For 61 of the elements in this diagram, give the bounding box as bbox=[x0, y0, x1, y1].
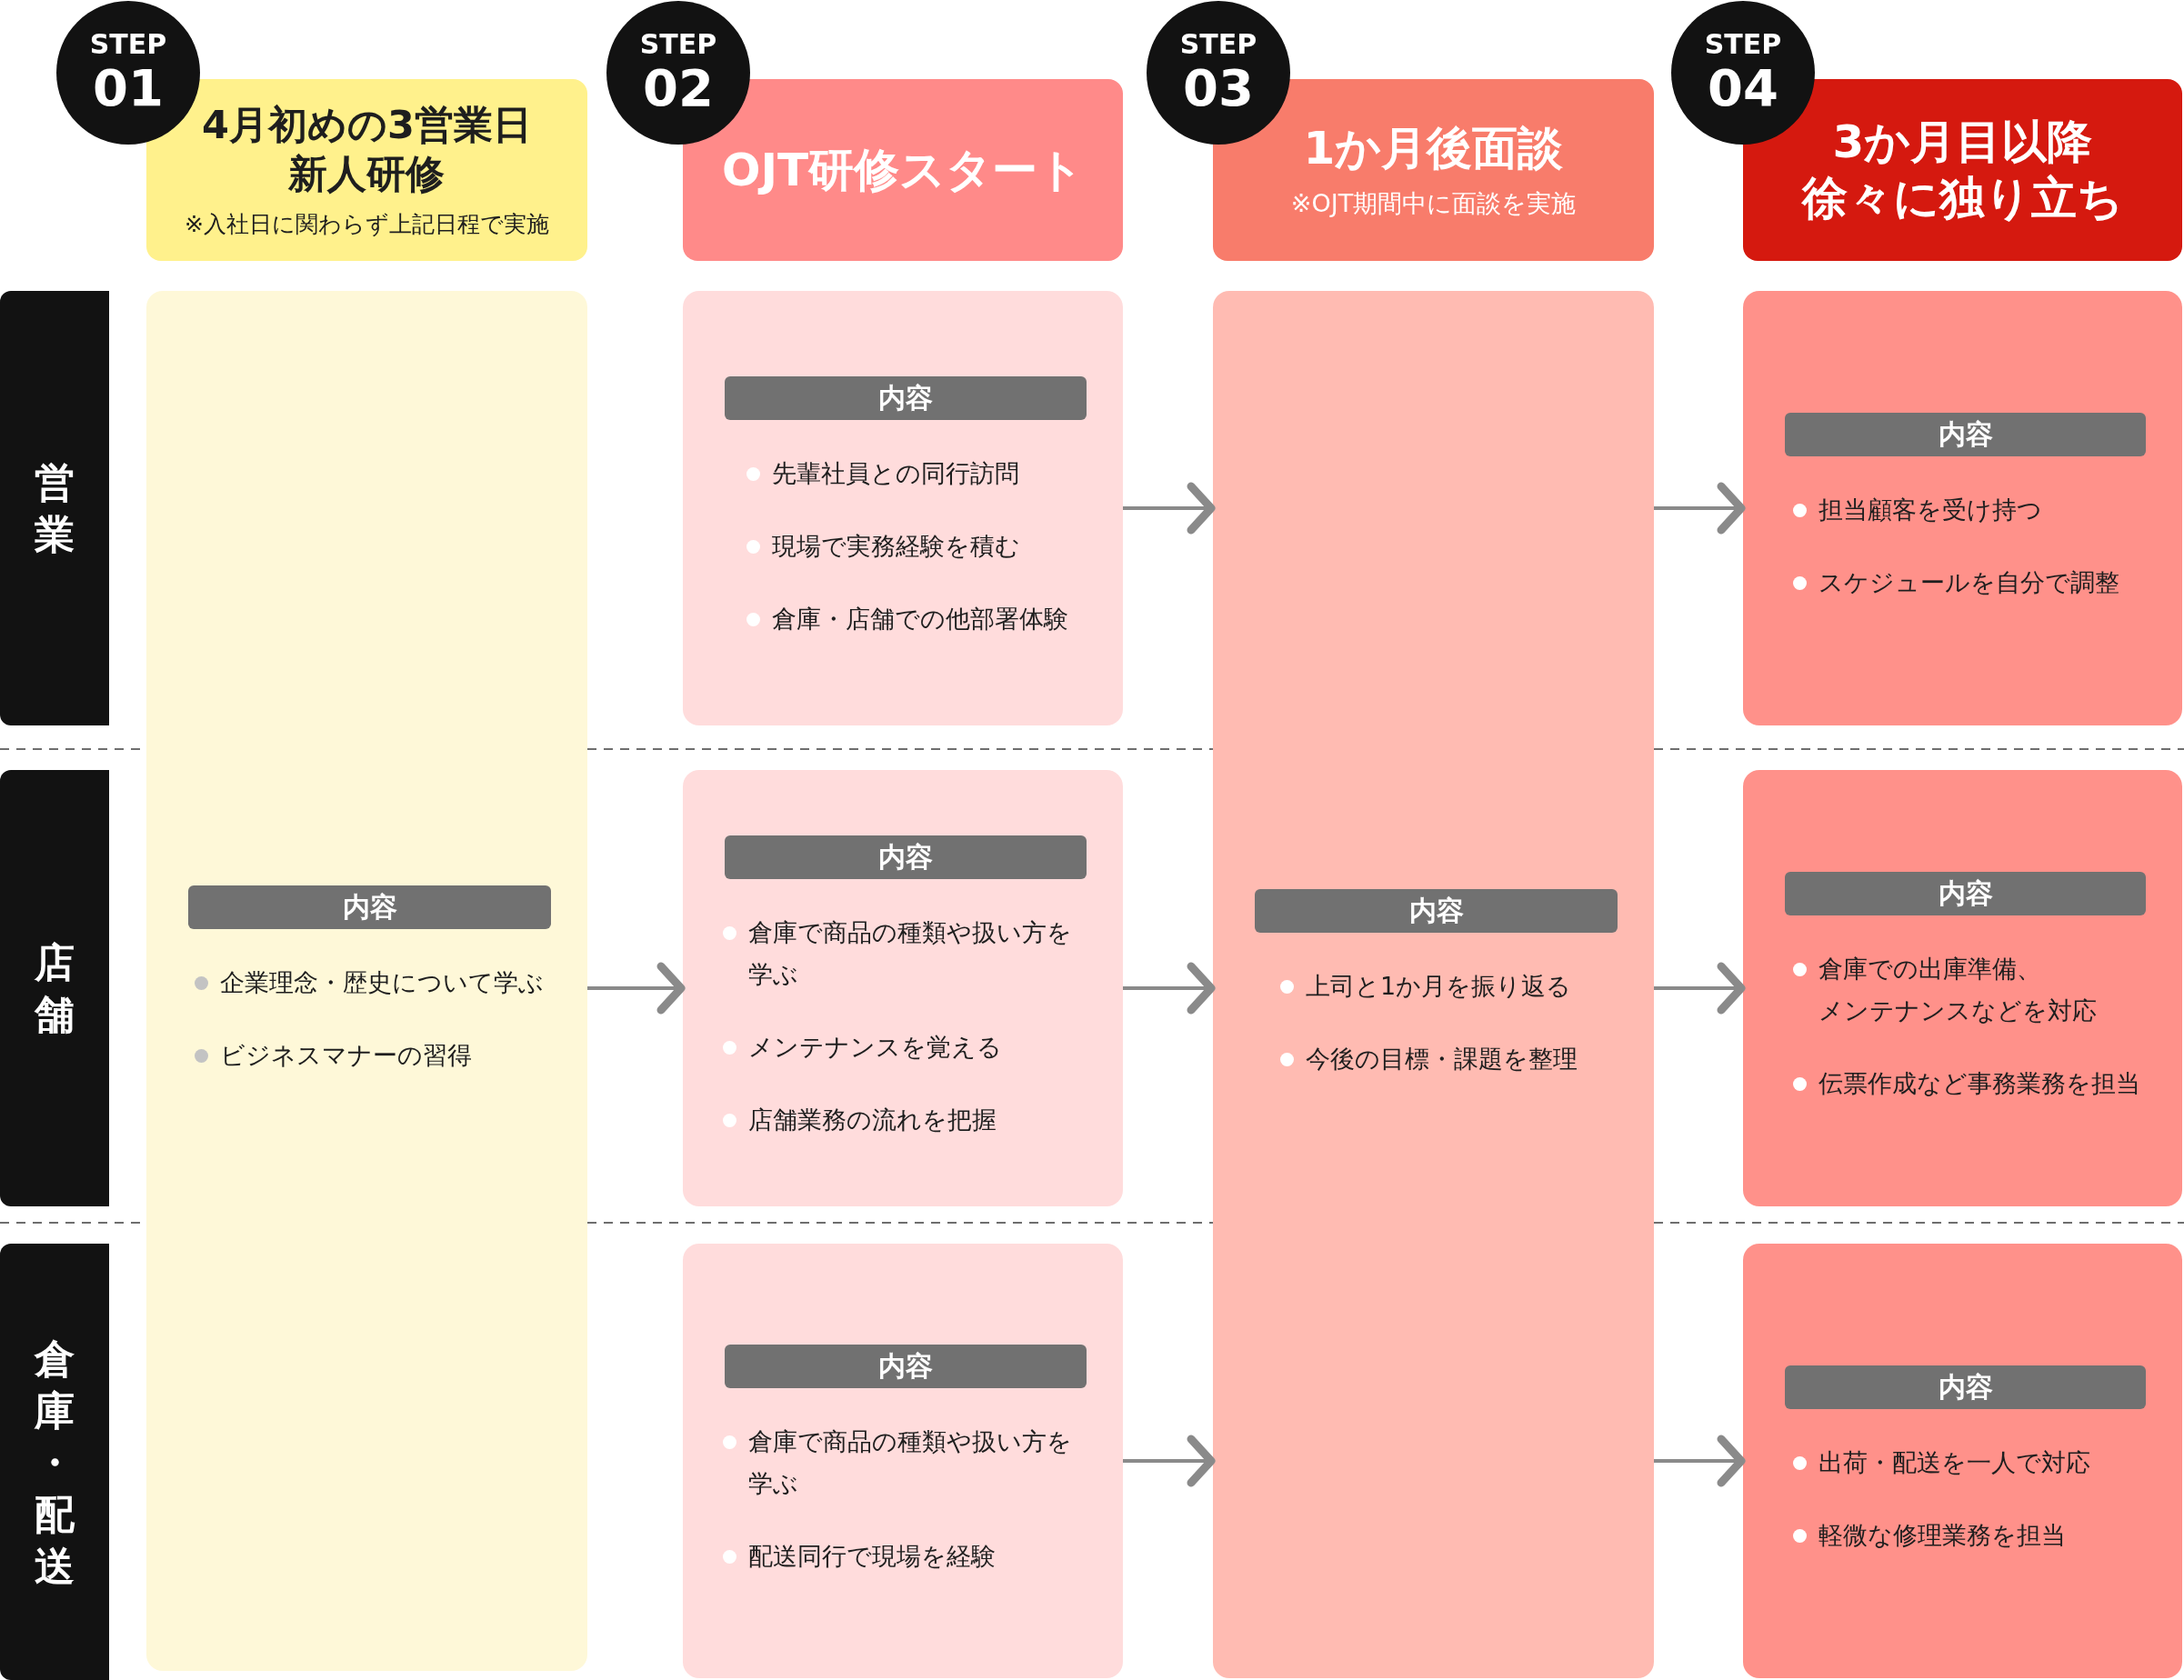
content-card bbox=[1743, 770, 2182, 1206]
department-label: 店舗 bbox=[34, 938, 75, 1039]
list-item: 上司と1か月を振り返る bbox=[1306, 971, 1572, 1002]
step-number: 01 bbox=[93, 60, 164, 116]
list-item: 配送同行で現場を経験 bbox=[748, 1541, 996, 1572]
department-label: 営業 bbox=[34, 458, 75, 559]
arrow bbox=[1123, 482, 1216, 535]
section-heading: 内容 bbox=[1255, 889, 1618, 933]
list-item: 担当顧客を受け持つ bbox=[1818, 495, 2042, 525]
step-title: OJT研修スタート bbox=[721, 142, 1085, 198]
arrow bbox=[1654, 962, 1746, 1015]
section-heading: 内容 bbox=[725, 376, 1087, 420]
section-heading: 内容 bbox=[1785, 872, 2146, 915]
list-item: 倉庫で商品の種類や扱い方を学ぶ bbox=[748, 1426, 1073, 1499]
step-label: STEP bbox=[89, 29, 167, 60]
arrow bbox=[587, 962, 686, 1015]
list-item: 軽微な修理業務を担当 bbox=[1818, 1520, 2066, 1551]
department-label: 倉庫・配送 bbox=[33, 1334, 75, 1591]
step-title: 4月初めの3営業日新人研修 bbox=[201, 100, 533, 198]
step-label: STEP bbox=[1179, 29, 1257, 60]
step-number: 02 bbox=[643, 60, 714, 116]
list-item: 先輩社員との同行訪問 bbox=[772, 458, 1019, 489]
content-card bbox=[1743, 291, 2182, 725]
step-title: 3か月目以降徐々に独り立ち bbox=[1801, 114, 2124, 226]
list-item: 倉庫で商品の種類や扱い方を学ぶ bbox=[748, 917, 1073, 990]
step-note: ※OJT期間中に面談を実施 bbox=[1290, 188, 1577, 220]
step-title: 1か月後面談 bbox=[1303, 120, 1564, 176]
section-heading: 内容 bbox=[188, 885, 551, 929]
list-item: メンテナンスを覚える bbox=[748, 1032, 1002, 1063]
list-item: ビジネスマナーの習得 bbox=[220, 1040, 472, 1071]
list-item: 伝票作成など事務業務を担当 bbox=[1818, 1068, 2140, 1099]
list-item: 現場で実務経験を積む bbox=[772, 531, 1020, 562]
department-tab bbox=[0, 770, 109, 1206]
step-number: 04 bbox=[1708, 60, 1778, 116]
list-item: 店舗業務の流れを把握 bbox=[748, 1105, 997, 1135]
list-item: スケジュールを自分で調整 bbox=[1818, 567, 2119, 598]
content-card bbox=[1213, 291, 1654, 1678]
step-label: STEP bbox=[639, 29, 717, 60]
list-item: 出荷・配送を一人で対応 bbox=[1818, 1447, 2090, 1478]
arrow bbox=[1123, 962, 1216, 1015]
list-item: 倉庫・店舗での他部署体験 bbox=[772, 604, 1068, 635]
section-heading: 内容 bbox=[1785, 413, 2146, 456]
section-heading: 内容 bbox=[1785, 1365, 2146, 1409]
list-item: 倉庫での出庫準備、メンテナンスなどを対応 bbox=[1818, 954, 2098, 1026]
arrow bbox=[1654, 1435, 1746, 1487]
section-heading: 内容 bbox=[725, 835, 1087, 879]
department-tab bbox=[0, 291, 109, 725]
list-item: 今後の目標・課題を整理 bbox=[1306, 1044, 1578, 1075]
content-card bbox=[683, 291, 1123, 725]
section-heading: 内容 bbox=[725, 1345, 1087, 1388]
content-card bbox=[1743, 1244, 2182, 1678]
step-note: ※入社日に関わらず上記日程で実施 bbox=[185, 210, 549, 240]
step-number: 03 bbox=[1183, 60, 1254, 116]
content-card bbox=[683, 770, 1123, 1206]
arrow bbox=[1123, 1435, 1216, 1487]
step-label: STEP bbox=[1704, 29, 1782, 60]
list-item: 企業理念・歴史について学ぶ bbox=[220, 967, 544, 998]
content-card bbox=[146, 291, 587, 1671]
content-card bbox=[683, 1244, 1123, 1678]
department-tab bbox=[0, 1244, 109, 1680]
arrow bbox=[1654, 482, 1746, 535]
